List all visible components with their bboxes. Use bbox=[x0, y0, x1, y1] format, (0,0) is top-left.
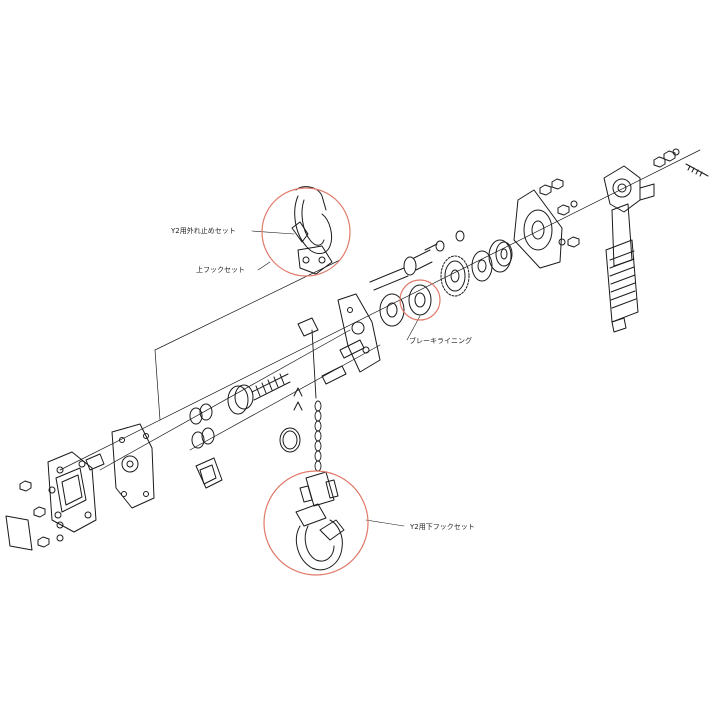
brake-lining-highlight bbox=[399, 279, 441, 321]
roller-shafts bbox=[297, 317, 365, 385]
shafts bbox=[85, 403, 215, 471]
callout-y2-lower-hook-set: Y2用下フックセット bbox=[410, 523, 475, 531]
pinion-shaft bbox=[369, 249, 433, 291]
wheel-cover bbox=[513, 189, 563, 269]
friction-disc-1 bbox=[379, 293, 405, 327]
callout-upper-hook-set: 上フックセット bbox=[196, 266, 245, 274]
hand-chain bbox=[279, 387, 303, 453]
upper-hook-highlight bbox=[261, 187, 351, 277]
ratchet-gear bbox=[440, 255, 470, 297]
bearing-discs bbox=[471, 239, 513, 282]
cover-plate bbox=[5, 515, 33, 551]
upper-hook bbox=[291, 186, 333, 275]
highlight-circles bbox=[261, 187, 441, 576]
callout-brake-lining: ブレーキライニング bbox=[409, 337, 472, 345]
lower-hook-highlight bbox=[263, 470, 369, 576]
lever-tag bbox=[639, 183, 655, 201]
gear-plate bbox=[111, 423, 155, 509]
load-sheave bbox=[227, 373, 291, 415]
rear-frame-plate bbox=[337, 293, 381, 373]
lower-hook bbox=[295, 471, 345, 571]
load-chain bbox=[311, 329, 322, 472]
nuts-left bbox=[19, 480, 64, 548]
front-frame-plate bbox=[47, 451, 97, 533]
lever-handle bbox=[603, 165, 641, 333]
callout-y2-latch-set: Y2用外れ止めセット bbox=[171, 227, 236, 235]
chain-guide bbox=[195, 457, 223, 489]
brake-lining-disc bbox=[408, 284, 432, 316]
lever-bolt bbox=[653, 148, 709, 177]
small-washers bbox=[424, 230, 465, 252]
nuts-right bbox=[539, 178, 580, 248]
